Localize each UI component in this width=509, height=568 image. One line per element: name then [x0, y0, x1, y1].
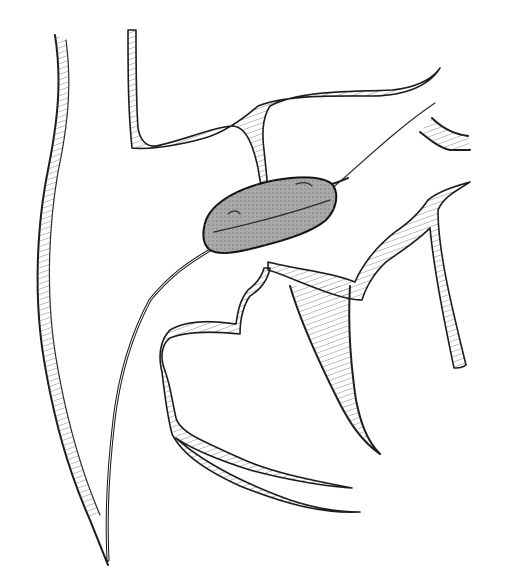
upper-right-projection: [420, 118, 470, 150]
ventricle-wall: [160, 268, 380, 512]
guide-wire: [330, 103, 435, 190]
balloon: [203, 177, 348, 253]
vena-cava-wall: [38, 35, 108, 565]
catheter-shaft: [107, 250, 210, 560]
upper-atrial-wall: [128, 30, 440, 198]
